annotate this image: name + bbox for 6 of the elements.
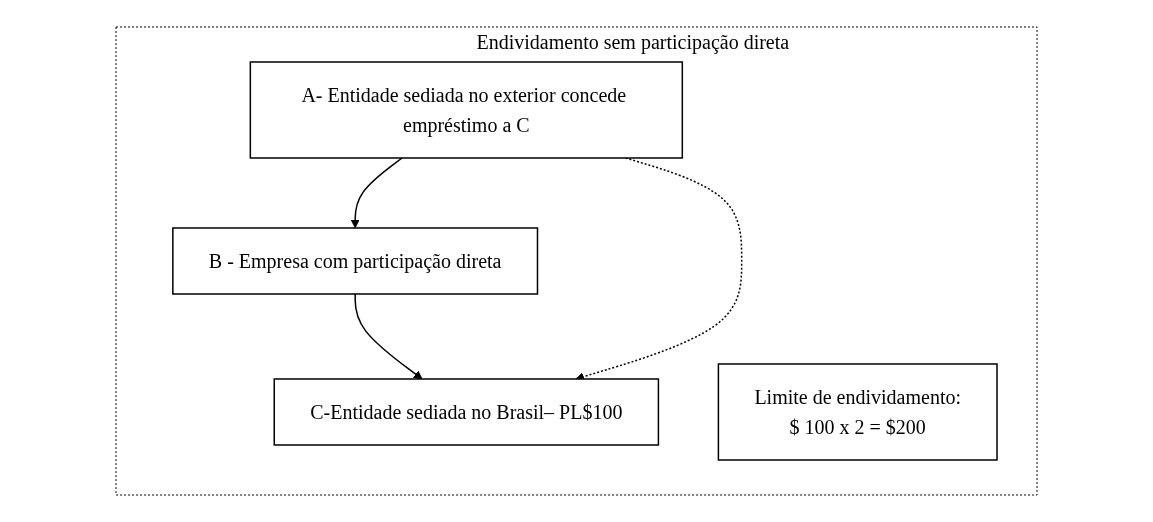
node-box: C-Entidade sediada no Brasil– PL$100 — [273, 378, 660, 446]
node-box: B - Empresa com participação direta — [172, 227, 539, 295]
arrow — [350, 157, 403, 229]
node-box: Limite de endividamento: $ 100 x 2 = $200 — [717, 363, 998, 461]
node-box: A- Entidade sediada no exterior concede empréstimo a C — [249, 61, 684, 159]
arrow — [354, 293, 423, 380]
